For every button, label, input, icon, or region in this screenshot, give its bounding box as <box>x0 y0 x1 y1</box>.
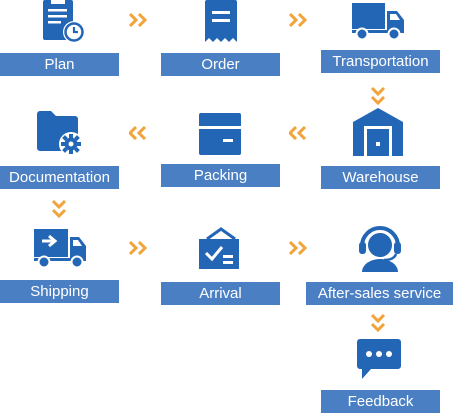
arrow-left-2 <box>289 126 311 140</box>
step-label-documentation: Documentation <box>0 166 119 189</box>
receipt-icon <box>203 0 239 44</box>
arrow-right-1 <box>129 13 151 27</box>
step-label-after-sales-service: After-sales service <box>306 282 453 305</box>
step-label-order: Order <box>161 53 280 76</box>
arrow-down-1 <box>371 87 385 105</box>
arrow-down-2 <box>52 200 66 218</box>
arrow-right-2 <box>289 13 311 27</box>
arrow-right-3 <box>129 241 151 255</box>
step-label-shipping: Shipping <box>0 280 119 303</box>
step-label-packing: Packing <box>161 164 280 187</box>
arrow-right-4 <box>289 241 311 255</box>
folder-gear-icon <box>37 110 85 156</box>
step-label-feedback: Feedback <box>321 390 440 413</box>
step-label-arrival: Arrival <box>161 282 280 305</box>
package-check-icon <box>199 227 241 271</box>
arrow-left-1 <box>129 126 151 140</box>
headset-agent-icon <box>356 224 404 272</box>
step-label-plan: Plan <box>0 53 119 76</box>
step-label-warehouse: Warehouse <box>321 166 440 189</box>
warehouse-icon <box>353 108 403 156</box>
truck-icon <box>352 3 406 41</box>
box-icon <box>199 113 241 155</box>
arrow-down-3 <box>371 314 385 332</box>
chat-bubble-icon <box>357 339 401 381</box>
clipboard-clock-icon <box>41 0 87 44</box>
step-label-transportation: Transportation <box>321 50 440 73</box>
shipping-truck-icon <box>34 229 88 269</box>
